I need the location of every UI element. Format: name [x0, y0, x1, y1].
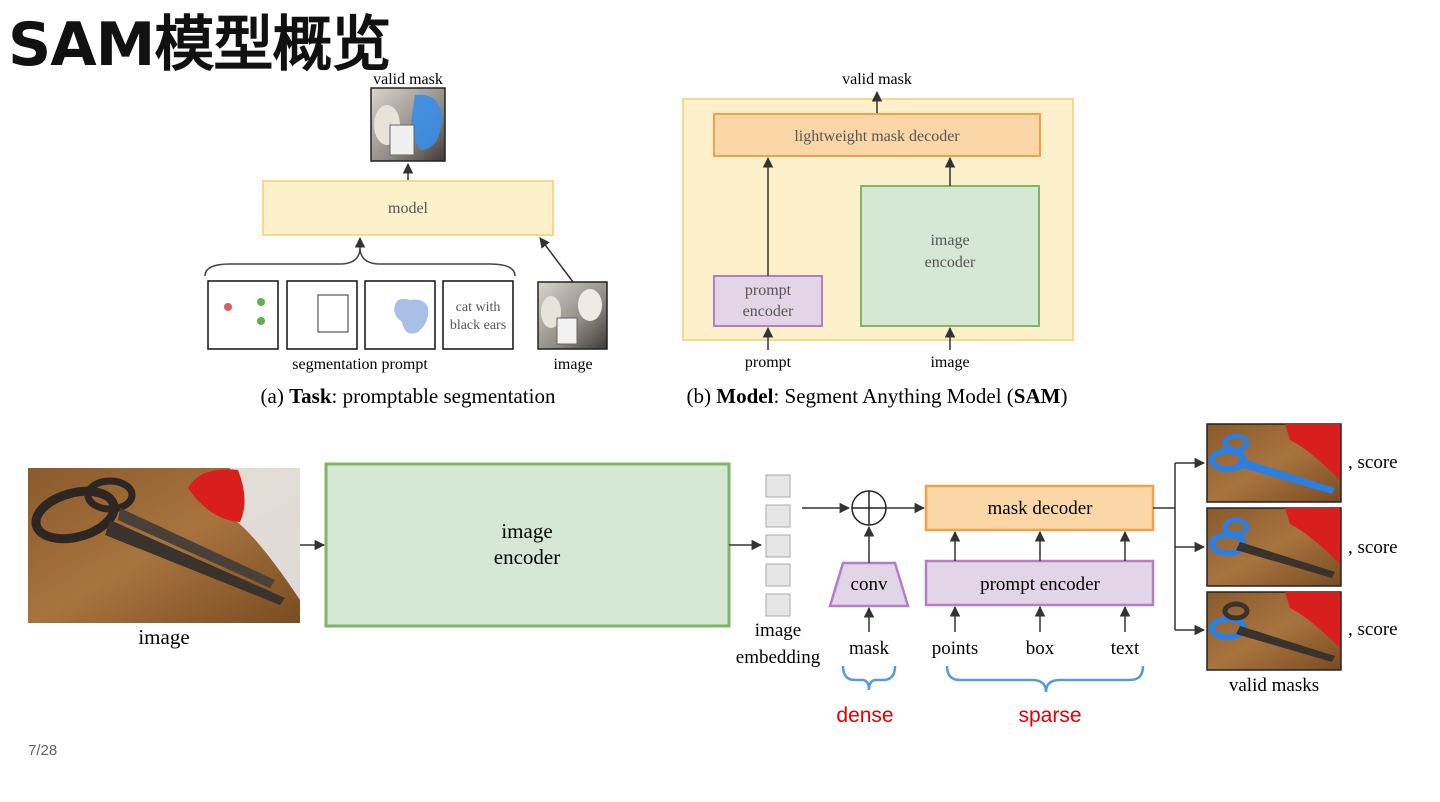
dense-brace	[841, 665, 897, 691]
panel-b-image-encoder-line2: encoder	[925, 254, 976, 271]
sparse-brace	[945, 665, 1145, 693]
scissors-input-image	[28, 468, 300, 623]
panel-b-prompt-encoder-box	[713, 275, 823, 327]
sparse-label: sparse	[1018, 704, 1081, 727]
segmentation-prompt-label: segmentation prompt	[292, 356, 428, 373]
panel-a-input-image	[537, 281, 608, 350]
arrow-image-to-model	[539, 237, 574, 283]
panel-a-image-label: image	[553, 356, 592, 373]
output-mask-1	[1206, 423, 1342, 503]
box-label: box	[1026, 638, 1055, 659]
panel-b-image-encoder-line1: image	[930, 232, 969, 249]
panel-a-valid-mask-image	[370, 87, 446, 162]
prompt-text-line1: cat with	[456, 300, 501, 315]
mask-input-label: mask	[849, 638, 890, 659]
panel-b-prompt-encoder-line2: encoder	[743, 303, 794, 320]
dense-label: dense	[836, 704, 893, 727]
conv-label: conv	[851, 574, 888, 595]
prompt-brace	[204, 249, 516, 277]
prompt-box-box	[286, 280, 358, 350]
model-box	[262, 180, 554, 236]
pipeline-image-label: image	[138, 625, 189, 649]
slide-title: SAM模型概览	[8, 10, 391, 80]
prompt-text-box: cat with black ears	[442, 280, 514, 350]
prompt-encoder-label: prompt encoder	[980, 574, 1100, 595]
panel-b-caption: (b) Model: Segment Anything Model (SAM)	[687, 384, 1068, 408]
panel-a: valid mask model	[204, 71, 608, 408]
prompt-points-box	[207, 280, 279, 350]
mask-decoder-label: mask decoder	[988, 498, 1094, 519]
embedding-label-line1: image	[755, 620, 801, 641]
score-label-1: , score	[1348, 452, 1398, 473]
panel-b-image-encoder-box	[860, 185, 1040, 327]
panel-a-caption: (a) Task: promptable segmentation	[261, 384, 556, 408]
panel-b-prompt-encoder-line1: prompt	[745, 282, 792, 299]
model-label: model	[388, 200, 429, 217]
pipeline-image-encoder-box	[324, 462, 731, 628]
panel-a-valid-mask-label: valid mask	[373, 71, 443, 88]
panel-b-prompt-label: prompt	[745, 354, 792, 371]
points-label: points	[932, 638, 978, 659]
panel-b-valid-mask-label: valid mask	[842, 71, 912, 88]
valid-masks-label: valid masks	[1229, 675, 1319, 696]
panel-b: valid mask lightweight mask decoder imag…	[682, 71, 1074, 408]
pipeline-image-encoder-line2: encoder	[494, 545, 560, 569]
lightweight-decoder-label: lightweight mask decoder	[794, 128, 960, 145]
mask-decoder-box	[924, 484, 1155, 532]
pipeline-image-encoder-line1: image	[501, 519, 552, 543]
page-number: 7/28	[28, 742, 58, 759]
conv-block	[828, 561, 910, 608]
prompt-mask-box	[364, 280, 436, 350]
prompt-text-line2: black ears	[450, 318, 506, 333]
embedding-label-line2: embedding	[736, 647, 821, 668]
lightweight-decoder-box	[713, 113, 1041, 157]
score-label-2: , score	[1348, 537, 1398, 558]
score-label-3: , score	[1348, 619, 1398, 640]
image-embedding-stack	[765, 474, 791, 617]
output-mask-2	[1206, 507, 1342, 587]
prompt-encoder-box	[924, 559, 1155, 607]
add-operator	[851, 490, 887, 526]
output-mask-3	[1206, 591, 1342, 671]
pipeline: image image encoder image embedding conv…	[28, 423, 1398, 727]
text-label: text	[1111, 638, 1140, 659]
panel-b-image-label: image	[930, 354, 969, 371]
